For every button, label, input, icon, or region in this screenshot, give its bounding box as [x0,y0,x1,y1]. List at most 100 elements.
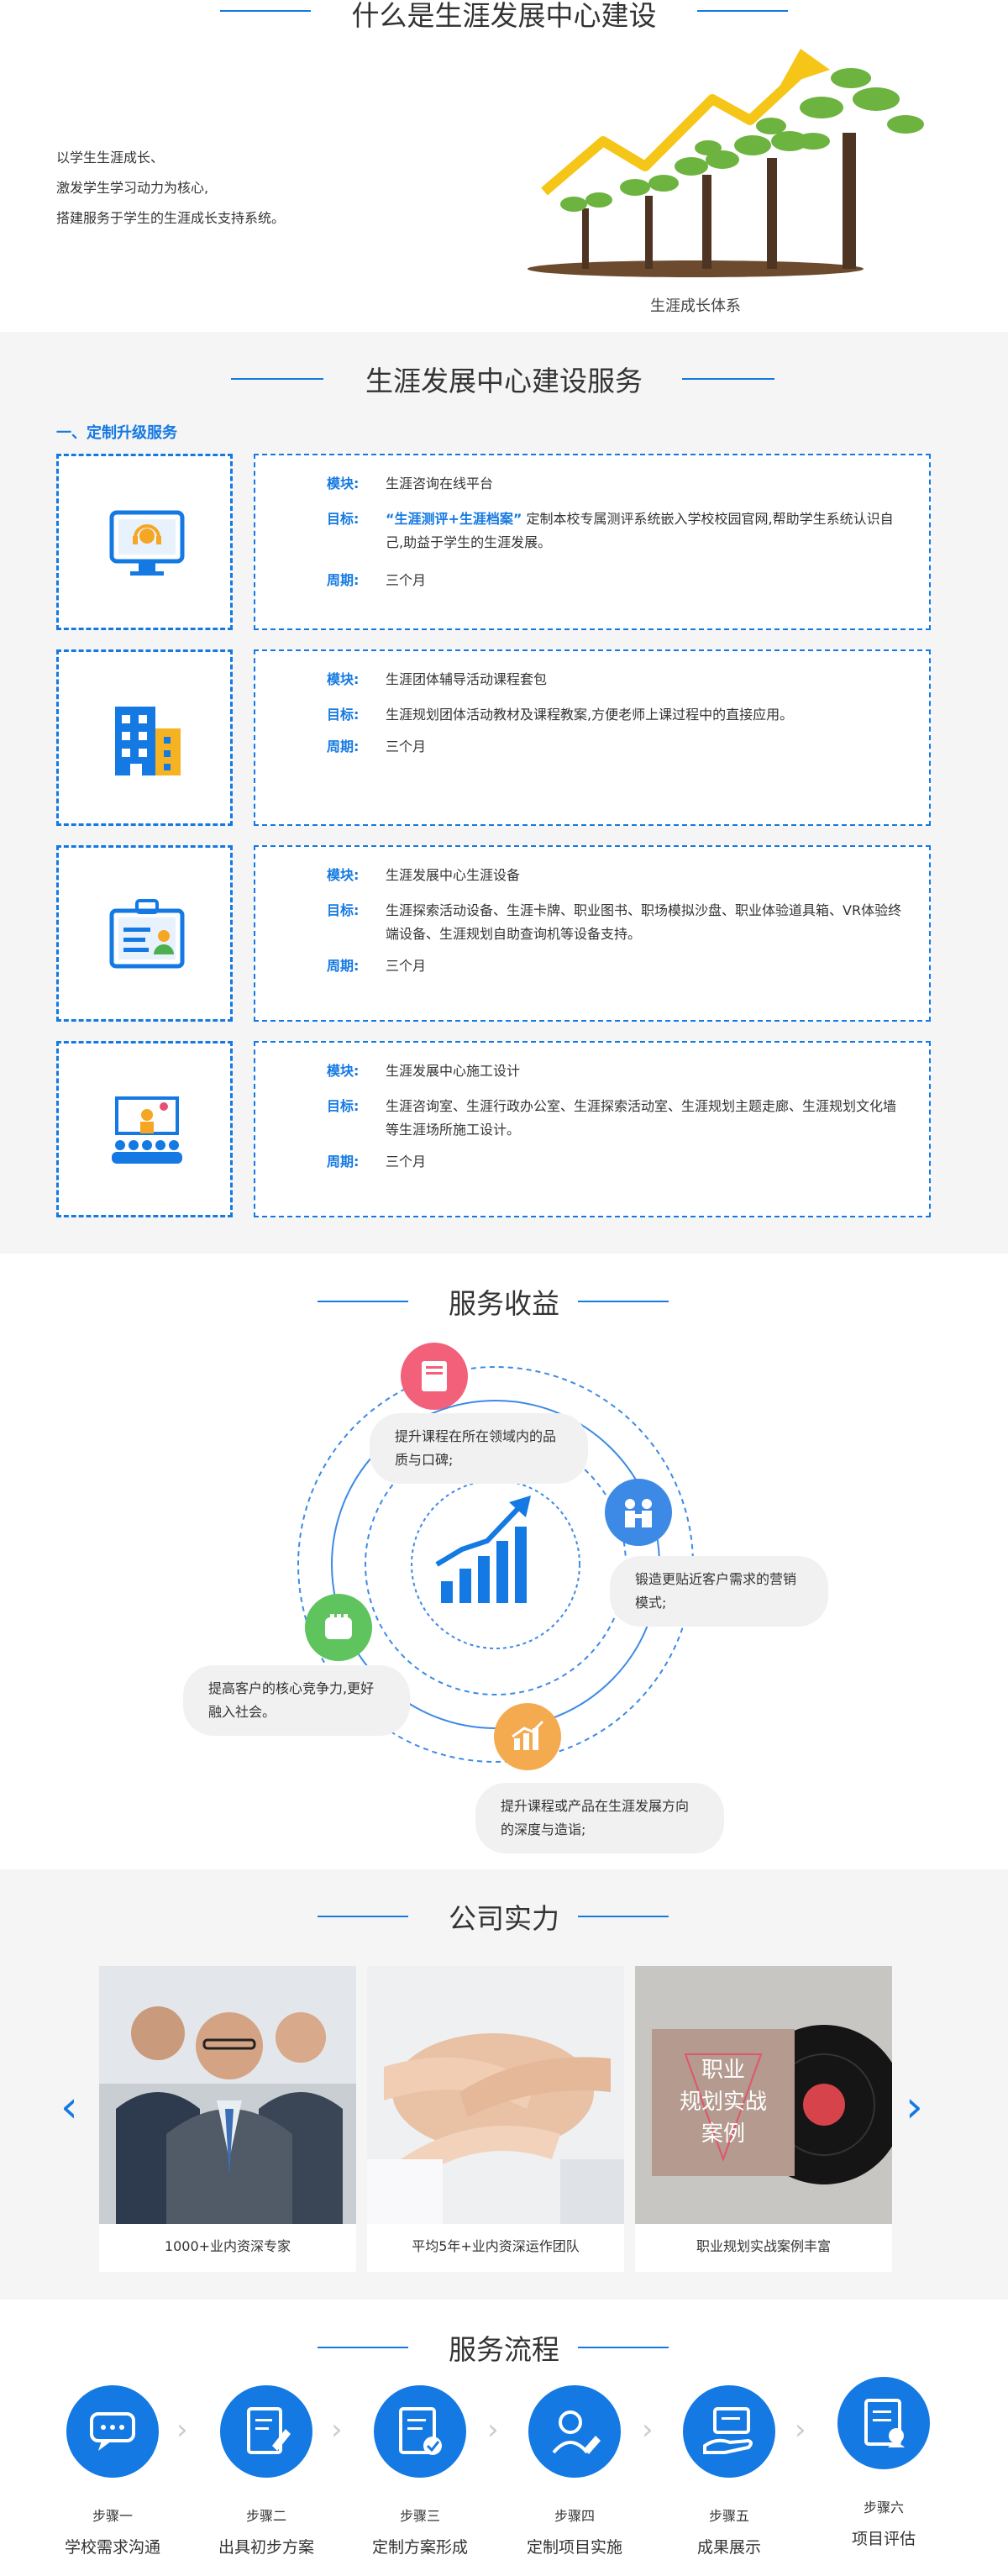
goal-label: 目标: [327,707,360,723]
title-decor-line [318,2347,408,2348]
title-decor-line [578,2347,669,2348]
title-decor-line [578,1301,669,1302]
strength-card[interactable]: 职业 规划实战 案例 职业规划实战案例丰富 [635,1966,892,2272]
title-decor-line [318,1916,408,1917]
card-caption: 1000+业内资深专家 [164,2238,291,2254]
module-label: 模块: [327,867,360,883]
chevron-right-icon: › [331,2413,343,2447]
report-icon [837,2377,930,2469]
module-value: 生涯发展中心生涯设备 [386,867,521,883]
hand-card-icon [683,2385,775,2478]
section-title: 服务收益 [449,1287,559,1320]
title-decor-line [318,1301,408,1302]
benefit-bubble: 提升课程或产品在生涯发展方向的深度与造诣; [475,1783,724,1853]
case-overlay-text: 职业 规划实战 案例 [652,2054,795,2150]
period-row: 周期: 三个月 [327,954,906,978]
chevron-right-icon: › [176,2413,188,2447]
growth-caption: 生涯成长体系 [650,297,741,315]
overlay-line: 规划实战 [679,2090,767,2115]
title-decor-line [220,10,311,12]
intro-line: 激发学生学习动力为核心, [56,180,209,196]
sub-heading: 一、定制升级服务 [56,424,177,442]
chevron-right-icon: › [487,2413,499,2447]
edit-doc-icon [220,2385,312,2478]
book-icon [401,1343,468,1410]
module-value: 生涯团体辅导活动课程套包 [386,671,548,687]
benefit-bubble: 提升课程在所在领域内的品质与口碑; [370,1413,588,1484]
company-strength-section: 公司实力 ‹ › 1000+业内资深专家 [0,1869,1008,2300]
goal-label: 目标: [327,1098,360,1114]
vinyl-record-photo: 职业 规划实战 案例 [635,1966,892,2224]
step-name: 定制项目实施 [526,2538,622,2557]
strength-card[interactable]: 1000+业内资深专家 [99,1966,356,2272]
handshake-people-icon [605,1479,672,1546]
module-row: 模块: 生涯发展中心生涯设备 [327,864,906,887]
goal-row: 目标: “生涯测评+生涯档案” 定制本校专属测评系统嵌入学校校园官网,帮助学生系… [327,507,906,555]
goal-row: 目标: 生涯探索活动设备、生涯卡牌、职业图书、职场模拟沙盘、职业体验道具箱、VR… [327,899,906,946]
module-row: 模块: 生涯发展中心施工设计 [327,1059,906,1083]
service-icon-box [56,845,233,1022]
growth-trees-illustration [528,49,924,277]
overlay-line: 职业 [701,2058,745,2083]
id-card-icon [109,899,185,969]
section-title: 服务流程 [449,2333,559,2366]
title-decor-line [682,378,774,380]
module-label: 模块: [327,671,360,687]
period-label: 周期: [327,739,360,754]
lecture-audience-icon [112,1096,182,1164]
chevron-right-icon: › [795,2413,806,2447]
period-row: 周期: 三个月 [327,1150,906,1174]
title-decor-line [231,378,323,380]
strength-card[interactable]: 平均5年+业内资深运作团队 [367,1966,624,2272]
chat-icon [66,2385,159,2478]
period-value: 三个月 [386,572,427,588]
section-title: 生涯发展中心建设服务 [365,365,643,397]
service-detail-card: 模块: 生涯发展中心生涯设备 目标: 生涯探索活动设备、生涯卡牌、职业图书、职场… [254,845,931,1022]
goal-label: 目标: [327,511,360,527]
overlay-line: 案例 [701,2121,745,2147]
goal-row: 目标: 生涯咨询室、生涯行政办公室、生涯探索活动室、生涯规划主题走廊、生涯规划文… [327,1095,906,1142]
period-label: 周期: [327,958,360,974]
step-name: 学校需求沟通 [64,2538,160,2557]
module-row: 模块: 生涯团体辅导活动课程套包 [327,668,906,691]
goal-value: 生涯规划团体活动教材及课程教案,方便老师上课过程中的直接应用。 [386,707,794,723]
intro-section: 什么是生涯发展中心建设 以学生生涯成长、 激发学生学习动力为核心, 搭建服务于学… [0,0,1008,332]
title-decor-line [697,10,788,12]
goal-highlight: “生涯测评+生涯档案” [386,511,522,527]
growth-chart-icon [435,1496,531,1603]
section-title: 什么是生涯发展中心建设 [351,0,657,32]
module-label: 模块: [327,1063,360,1079]
headset-monitor-icon [109,510,185,576]
step-number: 步骤二 [245,2508,286,2524]
service-detail-card: 模块: 生涯团体辅导活动课程套包 目标: 生涯规划团体活动教材及课程教案,方便老… [254,649,931,826]
goal-value: 定制本校专属测评系统嵌入学校校园官网,帮助学生系统认识自己,助益于学生的生涯发展… [386,511,894,550]
benefit-bubble: 锻造更贴近客户需求的营销模式; [610,1556,828,1627]
chevron-right-icon: › [642,2413,654,2447]
step-name: 定制方案形成 [371,2538,468,2557]
step-number: 步骤四 [554,2508,595,2524]
services-section: 生涯发展中心建设服务 一、定制升级服务 模块: 生涯咨询在线平台 目标: “生涯… [0,332,1008,1254]
user-edit-icon [528,2385,621,2478]
module-label: 模块: [327,476,360,492]
step-number: 步骤三 [399,2508,440,2524]
stacked-hands-photo [367,1966,624,2224]
building-icon [115,707,181,775]
module-value: 生涯发展中心施工设计 [386,1063,521,1079]
service-detail-card: 模块: 生涯咨询在线平台 目标: “生涯测评+生涯档案” 定制本校专属测评系统嵌… [254,454,931,630]
step-name: 项目评估 [851,2530,916,2548]
goal-value: 生涯探索活动设备、生涯卡牌、职业图书、职场模拟沙盘、职业体验道具箱、VR体验终端… [386,902,902,942]
period-value: 三个月 [386,739,427,754]
period-row: 周期: 三个月 [327,569,906,592]
carousel-next-button[interactable]: › [906,2082,923,2132]
title-decor-line [578,1916,669,1917]
goal-row: 目标: 生涯规划团体活动教材及课程教案,方便老师上课过程中的直接应用。 [327,703,906,727]
carousel-prev-button[interactable]: ‹ [60,2082,78,2132]
period-value: 三个月 [386,958,427,974]
goal-label: 目标: [327,902,360,918]
section-title: 公司实力 [449,1902,559,1935]
step-number: 步骤六 [863,2500,904,2516]
service-icon-box [56,1041,233,1217]
period-label: 周期: [327,572,360,588]
service-icon-box [56,649,233,826]
intro-line: 搭建服务于学生的生涯成长支持系统。 [56,210,286,226]
